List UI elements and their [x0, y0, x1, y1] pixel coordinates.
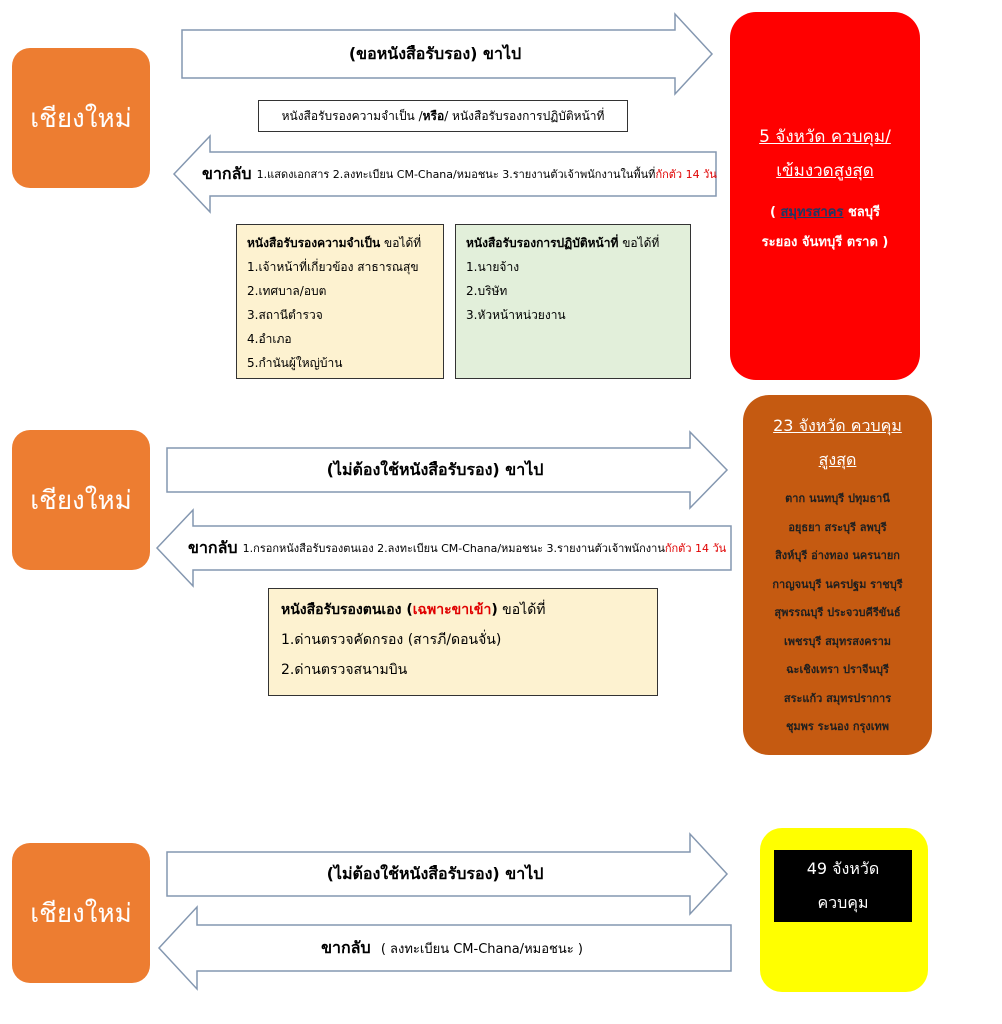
dest3-label: 49 จังหวัด ควบคุม: [774, 850, 912, 922]
requirement-part-c: / หนังสือรับรองการปฏิบัติหน้าที่: [444, 108, 605, 123]
dest1-title-line2: เข้มงวดสูงสุด: [776, 161, 874, 181]
return-bold-3: ขากลับ: [321, 937, 371, 957]
province-line: ฉะเชิงเทรา ปราจีนบุรี: [786, 663, 889, 676]
quarantine-note-2: กักตัว 14 วัน: [664, 542, 727, 555]
list-item: 2.ด่านตรวจสนามบิน: [281, 662, 408, 678]
requirement-part-a: หนังสือรับรองความจำเป็น /: [281, 108, 423, 123]
return-bold-2: ขากลับ: [188, 537, 238, 557]
province-line: อยุธยา สระบุรี ลพบุรี: [788, 520, 887, 534]
box-necessity-title: หนังสือรับรองความจำเป็น ขอได้ที่: [247, 236, 422, 250]
return-label-2: ขากลับ 1.กรอกหนังสือรับรองตนเอง 2.ลงทะเบ…: [188, 526, 726, 570]
outbound-label-3: (ไม่ต้องใช้หนังสือรับรอง) ขาไป: [326, 863, 544, 883]
origin-box-chiangmai-1: เชียงใหม่: [12, 48, 150, 188]
destination-23-provinces: 23 จังหวัด ควบคุม สูงสุด ตาก นนทบุรี ปทุ…: [743, 395, 932, 755]
province-line: สุพรรณบุรี ประจวบคีรีขันธ์: [774, 606, 901, 619]
origin-label: เชียงใหม่: [30, 485, 132, 516]
requirement-or: หรือ: [422, 108, 445, 123]
outbound-label-2: (ไม่ต้องใช้หนังสือรับรอง) ขาไป: [326, 459, 544, 479]
origin-label: เชียงใหม่: [30, 103, 132, 134]
return-steps-2: 1.กรอกหนังสือรับรองตนเอง 2.ลงทะเบียน CM-…: [242, 542, 665, 555]
list-item: 2.บริษัท: [466, 284, 508, 298]
origin-box-chiangmai-2: เชียงใหม่: [12, 430, 150, 570]
return-label-3: ขากลับ ( ลงทะเบียน CM-Chana/หมอชนะ ): [197, 925, 707, 971]
requirement-note: หนังสือรับรองความจำเป็น / หรือ / หนังสือ…: [258, 100, 628, 132]
destination-5-provinces: 5 จังหวัด ควบคุม/ เข้มงวดสูงสุด ( สมุทรส…: [730, 12, 920, 380]
list-item: 1.เจ้าหน้าที่เกี่ยวข้อง สาธารณสุข: [247, 260, 419, 274]
box-duty: หนังสือรับรองการปฏิบัติหน้าที่ ขอได้ที่ …: [455, 224, 691, 379]
province-line: สิงห์บุรี อ่างทอง นครนายก: [775, 549, 900, 562]
dest1-title-line1: 5 จังหวัด ควบคุม/: [759, 127, 891, 147]
list-item: 1.ด่านตรวจคัดกรอง (สารภี/ดอนจั่น): [281, 632, 502, 648]
dest1-provinces-line2: ระยอง จันทบุรี ตราด ): [761, 235, 889, 250]
return-steps-1: 1.แสดงเอกสาร 2.ลงทะเบียน CM-Chana/หมอชนะ…: [256, 168, 656, 181]
destination-49-provinces: 49 จังหวัด ควบคุม: [760, 828, 928, 992]
list-item: 5.กำนันผู้ใหญ่บ้าน: [247, 356, 343, 370]
province-line: กาญจนบุรี นครปฐม ราชบุรี: [772, 577, 903, 591]
list-item: 4.อำเภอ: [247, 332, 292, 346]
dest3-line2: ควบคุม: [817, 893, 869, 912]
box-necessity: หนังสือรับรองความจำเป็น ขอได้ที่ 1.เจ้าห…: [236, 224, 444, 379]
box-self-title: หนังสือรับรองตนเอง (เฉพาะขาเข้า) ขอได้ที…: [281, 602, 546, 618]
outbound-arrow-2: [166, 430, 729, 510]
province-line: สระแก้ว สมุทรปราการ: [783, 691, 892, 705]
list-item: 3.หัวหน้าหน่วยงาน: [466, 308, 566, 322]
origin-box-chiangmai-3: เชียงใหม่: [12, 843, 150, 983]
return-steps-3: ( ลงทะเบียน CM-Chana/หมอชนะ ): [380, 941, 583, 957]
province-line: ชุมพร ระนอง กรุงเทพ: [785, 720, 890, 733]
return-arrow-2: [155, 508, 732, 588]
province-line: ตาก นนทบุรี ปทุมธานี: [785, 492, 890, 505]
return-label-1: ขากลับ 1.แสดงเอกสาร 2.ลงทะเบียน CM-Chana…: [202, 152, 717, 196]
dest2-title-line2: สูงสุด: [818, 450, 857, 469]
list-item: 1.นายจ้าง: [466, 260, 520, 274]
outbound-label-1: (ขอหนังสือรับรอง) ขาไป: [348, 43, 522, 63]
box-self-certification: หนังสือรับรองตนเอง (เฉพาะขาเข้า) ขอได้ที…: [268, 588, 658, 696]
return-arrow-3: [157, 905, 732, 991]
return-arrow-1: [172, 134, 717, 214]
origin-label: เชียงใหม่: [30, 898, 132, 929]
outbound-arrow-1: [181, 12, 714, 96]
province-line: เพชรบุรี สมุทรสงคราม: [783, 634, 891, 648]
list-item: 2.เทศบาล/อบต: [247, 284, 327, 298]
quarantine-note-1: กักตัว 14 วัน: [655, 168, 717, 181]
dest2-title-line1: 23 จังหวัด ควบคุม: [773, 416, 902, 435]
box-duty-title: หนังสือรับรองการปฏิบัติหน้าที่ ขอได้ที่: [466, 236, 660, 250]
dest3-line1: 49 จังหวัด: [806, 859, 880, 878]
dest1-provinces-line1: ( สมุทรสาคร ชลบุรี: [770, 205, 880, 220]
return-bold-1: ขากลับ: [202, 163, 252, 183]
list-item: 3.สถานีตำรวจ: [247, 308, 323, 322]
outbound-arrow-3: [166, 832, 729, 916]
